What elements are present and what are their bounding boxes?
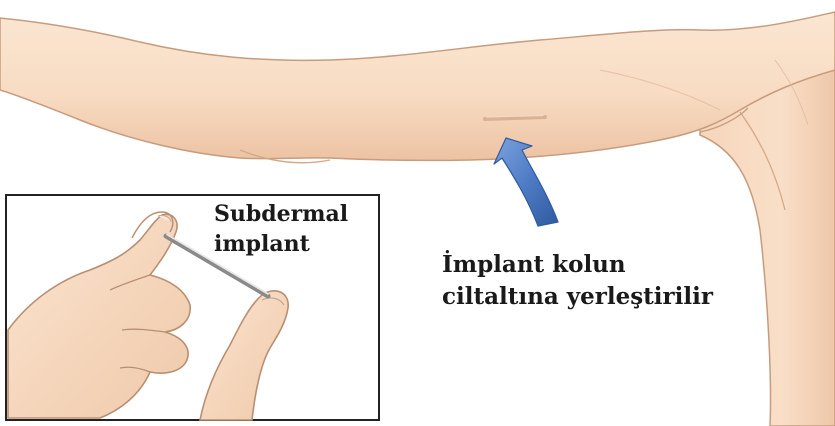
inset-title-line1: Subdermal	[214, 202, 348, 227]
caption-line1: İmplant kolun	[442, 252, 626, 278]
inset-title-line2: implant	[214, 232, 310, 257]
caption-line2: ciltaltına yerleştirilir	[442, 284, 713, 310]
